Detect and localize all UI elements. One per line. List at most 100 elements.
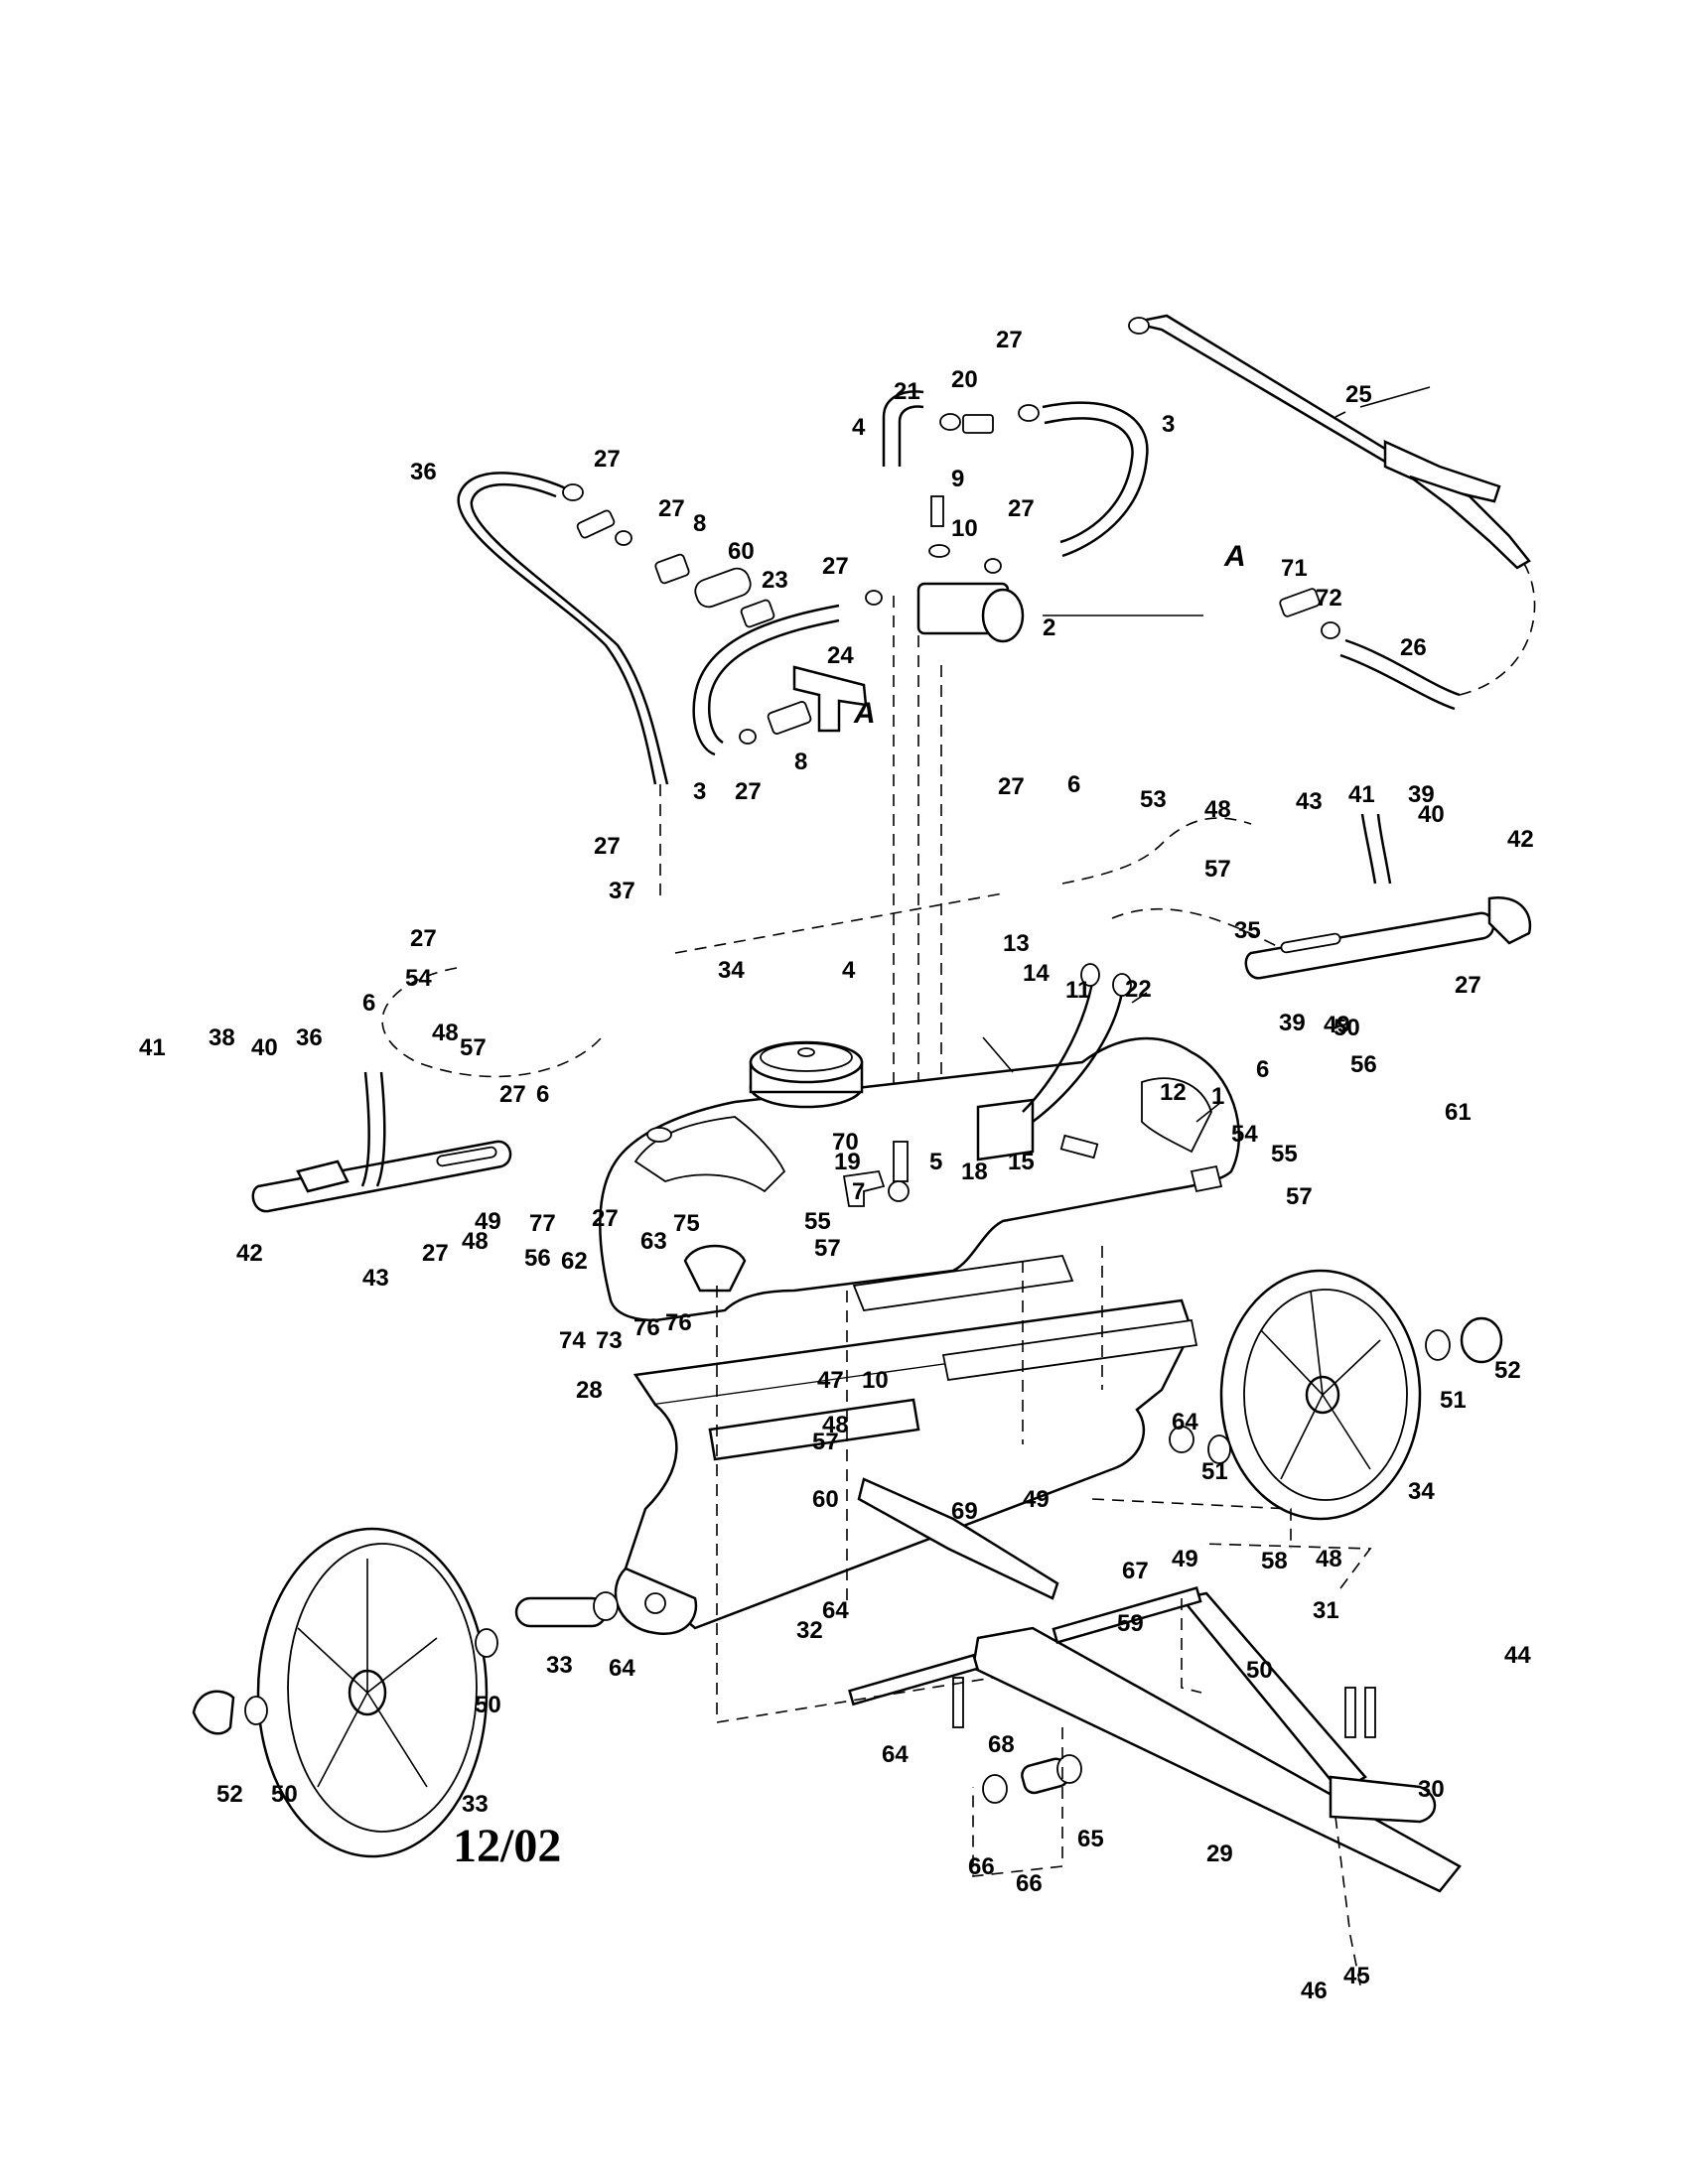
- callout-label: 76: [633, 1314, 660, 1341]
- callout-label: 27: [594, 446, 621, 473]
- callout-label: 57: [814, 1235, 841, 1262]
- callout-label: 33: [462, 1791, 489, 1818]
- callout-label: 3: [693, 778, 706, 805]
- callout-label: 60: [728, 538, 755, 565]
- fittings: [562, 314, 1531, 745]
- callout-label: 27: [422, 1240, 449, 1267]
- callout-label: 2: [1043, 614, 1055, 641]
- callout-label: 75: [673, 1210, 700, 1237]
- callout-label: 74: [559, 1327, 586, 1354]
- callout-label: 39: [1408, 781, 1435, 808]
- callout-label: 21: [894, 378, 920, 405]
- axle-bars: [514, 1477, 1462, 1893]
- callout-label: 69: [951, 1498, 978, 1525]
- callout-label: 52: [216, 1781, 243, 1808]
- callout-label: 57: [1204, 856, 1231, 883]
- callout-label: 65: [1077, 1826, 1104, 1852]
- callout-label: 42: [236, 1240, 263, 1267]
- callout-label: 22: [1125, 976, 1152, 1003]
- callout-label: 63: [640, 1228, 667, 1255]
- callout-label: 6: [1067, 771, 1080, 798]
- callout-label: 24: [827, 642, 854, 669]
- callout-labels: 1 2 3 3 4 4 5 6 6 6 6 7 8 8 9 10 10 11 1…: [139, 327, 1534, 2004]
- callout-label: 58: [1261, 1548, 1288, 1574]
- callout-label: 37: [609, 878, 635, 904]
- callout-label: 52: [1494, 1357, 1521, 1384]
- callout-label: 49: [1172, 1546, 1198, 1572]
- callout-label: 12: [1160, 1079, 1187, 1106]
- callout-label: 43: [362, 1265, 389, 1292]
- handles: [251, 813, 1532, 1213]
- callout-label: 54: [1231, 1121, 1258, 1148]
- callout-label: 61: [1445, 1099, 1472, 1126]
- callout-label: 3: [1162, 411, 1175, 438]
- callout-label: 50: [1333, 1015, 1360, 1041]
- callout-label: 9: [951, 466, 964, 492]
- callout-label: 31: [1313, 1597, 1339, 1624]
- callout-label: 7: [852, 1178, 865, 1205]
- callout-label: 40: [251, 1034, 278, 1061]
- callout-label: 42: [1507, 826, 1534, 853]
- callout-label: 30: [1418, 1776, 1445, 1803]
- callout-label: 27: [594, 833, 621, 860]
- callout-label: 73: [596, 1327, 623, 1354]
- callout-label: 64: [882, 1741, 909, 1768]
- callout-label: 27: [1455, 972, 1481, 999]
- callout-label: 26: [1400, 634, 1427, 661]
- callout-label: 32: [796, 1617, 823, 1644]
- marker-a: A: [853, 697, 876, 730]
- callout-label: 27: [996, 327, 1023, 353]
- callout-label: 11: [1065, 977, 1090, 1004]
- callout-label: 41: [139, 1034, 166, 1061]
- callout-label: 34: [1408, 1478, 1435, 1505]
- callout-label: 18: [961, 1159, 988, 1185]
- tank: [599, 963, 1240, 1322]
- callout-label: 64: [822, 1597, 849, 1624]
- callout-label: 56: [1350, 1051, 1377, 1078]
- callout-label: 48: [432, 1020, 459, 1046]
- callout-label: 51: [1201, 1458, 1228, 1485]
- callout-label: 77: [529, 1210, 556, 1237]
- callout-label: 5: [929, 1149, 942, 1175]
- marker-a: A: [1223, 540, 1246, 573]
- callout-label: 48: [1316, 1546, 1342, 1572]
- callout-label: 27: [735, 778, 762, 805]
- callout-label: 4: [852, 414, 866, 441]
- callout-label: 57: [812, 1429, 839, 1455]
- callout-label: 19: [834, 1149, 861, 1175]
- callout-label: 27: [499, 1081, 526, 1108]
- wheels: [192, 1269, 1503, 1858]
- callout-label: 67: [1122, 1558, 1149, 1584]
- callout-label: 76: [665, 1309, 692, 1336]
- callout-label: 13: [1003, 930, 1030, 957]
- callout-label: 6: [1256, 1056, 1269, 1083]
- callout-label: 20: [951, 366, 978, 393]
- callout-label: 27: [822, 553, 849, 580]
- callout-label: 28: [576, 1377, 603, 1404]
- callout-label: 72: [1316, 585, 1342, 612]
- callout-label: 27: [410, 925, 437, 952]
- callout-label: 4: [842, 957, 856, 984]
- callout-label: 54: [405, 965, 432, 992]
- callout-label: 8: [794, 749, 807, 775]
- callout-label: 49: [1023, 1486, 1050, 1513]
- callout-label: 66: [968, 1853, 995, 1880]
- callout-label: 29: [1206, 1841, 1233, 1867]
- callout-label: 48: [1204, 796, 1231, 823]
- callout-label: 33: [546, 1652, 573, 1679]
- callout-label: 1: [1211, 1083, 1224, 1110]
- callout-label: 44: [1504, 1642, 1531, 1669]
- callout-label: 57: [460, 1034, 487, 1061]
- callout-label: 55: [1271, 1141, 1298, 1167]
- callout-label: 6: [536, 1081, 549, 1108]
- callout-label: 59: [1117, 1610, 1144, 1637]
- callout-label: 15: [1008, 1149, 1035, 1175]
- callout-label: 50: [475, 1692, 501, 1718]
- callout-label: 56: [524, 1245, 551, 1272]
- callout-label: 71: [1281, 555, 1308, 582]
- callout-label: 48: [462, 1228, 489, 1255]
- callout-label: 46: [1301, 1978, 1328, 2004]
- callout-label: 49: [1324, 1012, 1350, 1038]
- callout-label: 64: [1172, 1409, 1198, 1435]
